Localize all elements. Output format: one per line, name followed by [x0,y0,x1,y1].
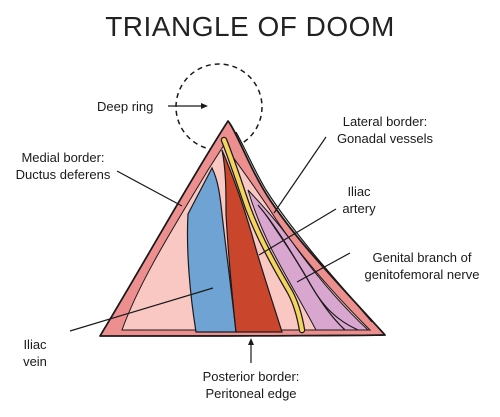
label-posterior-border-1: Posterior border: [203,369,300,384]
label-deep-ring: Deep ring [97,99,153,114]
gonadal-vessel-line-2 [265,214,359,331]
posterior-border-arrow [248,338,254,345]
label-posterior-border-2: Peritoneal edge [205,386,296,401]
label-lateral-border-2: Gonadal vessels [337,131,434,146]
deep-ring-arrow [201,103,208,109]
label-iliac-artery-1: Iliac [347,184,371,199]
medial-border-leader [116,170,183,207]
iliac-artery-region [221,149,283,333]
triangle-outline [99,120,386,337]
label-iliac-vein-2: vein [23,354,47,369]
lateral-border-wave-1 [235,131,373,323]
iliac-artery-leader [258,208,337,256]
label-iliac-artery-2: artery [342,201,376,216]
label-genital-branch-1: Genital branch of [372,250,471,265]
label-genital-branch-2: genitofemoral nerve [365,267,480,282]
lateral-border-leader [273,136,327,214]
diagram-title: TRIANGLE OF DOOM [105,11,395,42]
genital-branch-leader [296,252,351,283]
label-medial-border-1: Medial border: [21,150,104,165]
label-lateral-border-1: Lateral border: [343,114,428,129]
label-iliac-vein-1: Iliac [23,337,47,352]
label-medial-border-2: Ductus deferens [16,167,111,182]
iliac-vein-leader [69,287,214,332]
genital-nerve [222,138,304,332]
gonadal-vessels-region [247,189,370,331]
